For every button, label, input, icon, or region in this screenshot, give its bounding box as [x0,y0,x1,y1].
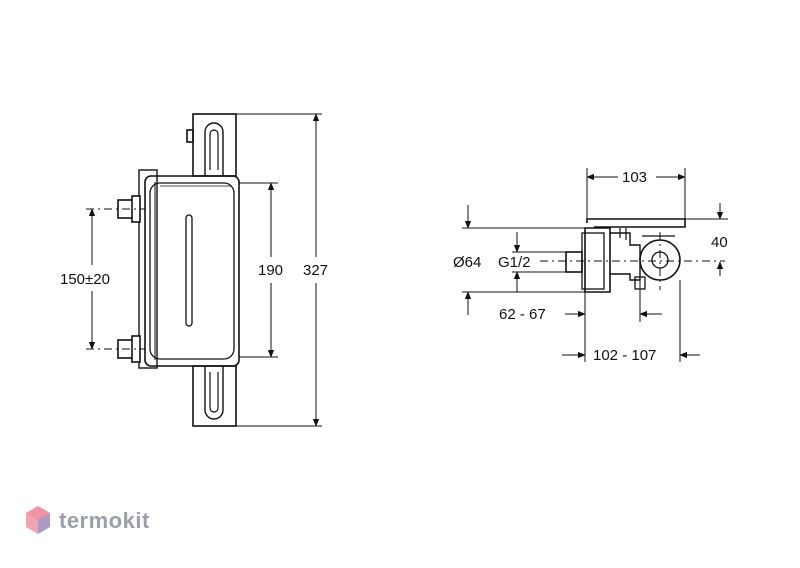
side-view [565,218,686,293]
dim-total-height-label: 327 [303,262,328,279]
side-top-plate [586,218,686,228]
dim-range-1-label: 62 - 67 [499,306,546,323]
dim-top-label: 40 [711,234,728,251]
dim-diameter-label: Ø64 [453,254,481,271]
dim-body-height-line [239,182,278,358]
dim-top-line [685,203,728,276]
dim-total-height-line [236,113,322,427]
dim-range-1-line [565,280,662,322]
dim-body-height-label: 190 [258,262,283,279]
front-view [117,113,240,427]
dim-depth-label: 103 [622,169,647,186]
dim-depth-line [586,168,686,219]
dim-thread-label: G1/2 [498,254,531,271]
side-body [584,227,611,293]
bottom-handle [192,365,237,427]
dim-diameter-line [462,205,585,315]
dim-range-2-label: 102 - 107 [593,347,656,364]
main-housing [144,175,240,367]
side-inlet [565,251,583,273]
termokit-logo-icon [26,506,50,534]
dim-range-2-line [562,280,700,362]
center-slot [185,214,193,327]
dim-spacing-label: 150±20 [60,271,110,288]
watermark-brand: termokit [59,508,150,533]
dim-thread-line [512,232,566,292]
